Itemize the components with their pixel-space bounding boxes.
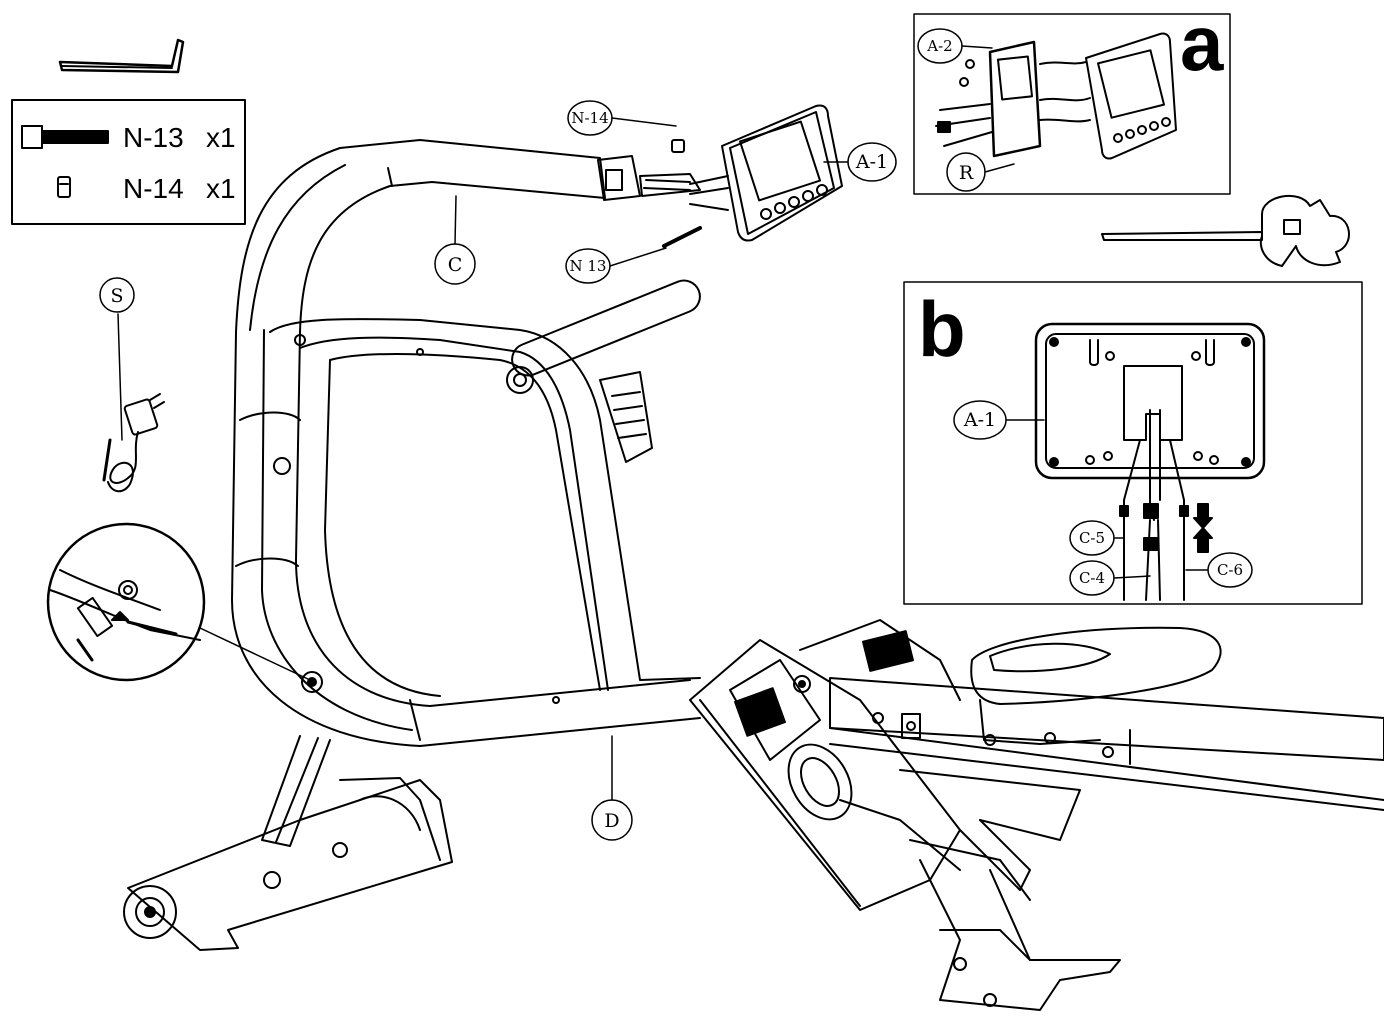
inset-a-letter: a (1180, 0, 1224, 87)
slide-rail (829, 677, 1384, 811)
callout-a1: A-1 (823, 142, 897, 182)
wrench-icon (1101, 195, 1350, 267)
parts-list-n14-qty: x1 (206, 173, 236, 204)
detail-magnifier (46, 522, 206, 682)
callout-a1-label: A-1 (855, 151, 888, 173)
callout-c5-label: C-5 (1079, 529, 1105, 547)
console-bracket (597, 139, 729, 248)
callout-r: R (946, 152, 1015, 192)
inset-b: b (903, 281, 1363, 605)
allen-key-icon (58, 38, 185, 74)
callout-a2: A-2 (917, 28, 993, 64)
front-stand (123, 735, 453, 951)
callout-n14: N-14 (567, 100, 677, 136)
callout-c4-label: C-4 (1079, 569, 1105, 587)
parts-list-box: N-13 x1 N-14 x1 (11, 99, 246, 225)
s-leader-line (117, 313, 123, 441)
callout-c6-label: C-6 (1217, 561, 1243, 579)
detail-leader-line (199, 627, 311, 681)
rear-leg (919, 819, 1121, 1011)
main-frame (231, 139, 701, 747)
inset-b-letter: b (918, 285, 966, 373)
callout-n13-label: N 13 (570, 257, 607, 275)
nut-icon (57, 176, 71, 198)
parts-list-n13-id: N-13 (123, 122, 184, 153)
callout-n13: N 13 (565, 247, 667, 284)
parts-list-n13-qty: x1 (206, 122, 236, 153)
callout-n14-label: N-14 (571, 109, 608, 127)
seat (970, 626, 1222, 745)
callout-d-label: D (604, 810, 619, 832)
callout-c: C (434, 195, 476, 285)
bolt-icon (21, 125, 109, 149)
n14-nut-icon (671, 139, 685, 153)
callout-r-label: R (959, 162, 974, 184)
callout-d: D (591, 735, 633, 841)
callout-b-a1-label: A-1 (963, 409, 996, 431)
callout-c4: C-4 (1069, 560, 1151, 596)
inset-a: a (913, 0, 1231, 195)
callout-s-label: S (110, 285, 123, 307)
n13-bolt-icon (662, 226, 702, 248)
adapter-icon (102, 393, 165, 493)
footrests (689, 619, 1081, 911)
callout-s-circle (99, 277, 135, 313)
callout-b-a1: A-1 (953, 400, 1045, 440)
callout-c-label: C (448, 254, 463, 276)
callout-c5: C-5 (1069, 520, 1125, 556)
parts-list-n14-id: N-14 (123, 173, 184, 204)
console-monitor (721, 104, 843, 242)
callout-a2-label: A-2 (926, 37, 952, 55)
callout-c6: C-6 (1185, 552, 1253, 588)
